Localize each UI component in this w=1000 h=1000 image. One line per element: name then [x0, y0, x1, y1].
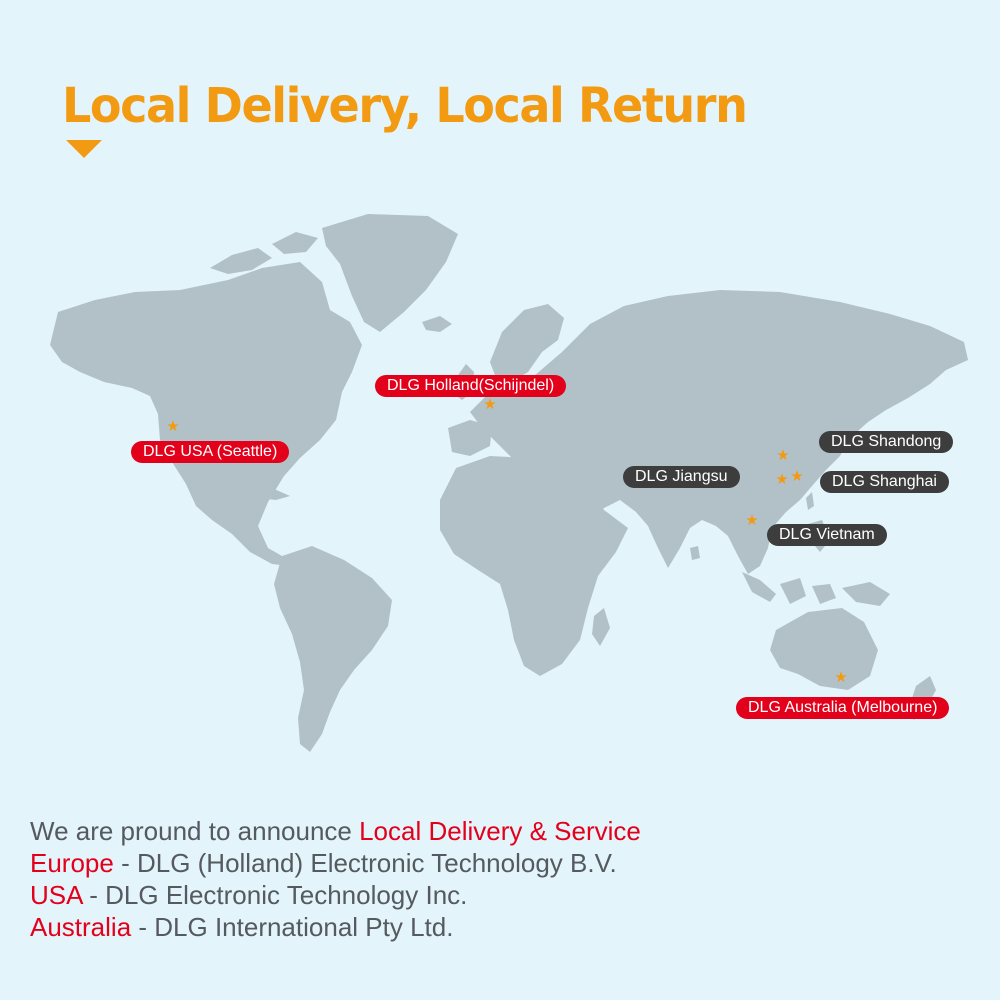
- arctic-islands: [210, 248, 272, 274]
- page-title: Local Delivery, Local Return: [62, 78, 748, 134]
- australia: [770, 608, 878, 690]
- star-icon[interactable]: ★: [775, 471, 789, 488]
- star-icon[interactable]: ★: [166, 418, 180, 435]
- location-label-vietnam[interactable]: DLG Vietnam: [767, 524, 887, 546]
- star-icon[interactable]: ★: [834, 669, 848, 686]
- announcement-line-australia: Australia - DLG International Pty Ltd.: [30, 911, 970, 943]
- region-australia: Australia: [30, 912, 132, 942]
- location-label-shandong[interactable]: DLG Shandong: [819, 431, 954, 453]
- announcement-line-usa: USA - DLG Electronic Technology Inc.: [30, 879, 970, 911]
- region-europe: Europe: [30, 848, 114, 878]
- location-label-jiangsu[interactable]: DLG Jiangsu: [623, 466, 740, 488]
- indonesia: [742, 572, 776, 602]
- region-usa: USA: [30, 880, 83, 910]
- madagascar: [592, 608, 610, 646]
- star-icon[interactable]: ★: [790, 468, 804, 485]
- entity-australia: DLG International Pty Ltd.: [154, 912, 454, 942]
- announcement-intro: We are pround to announce Local Delivery…: [30, 815, 970, 847]
- north-america: [50, 262, 362, 566]
- africa: [440, 456, 628, 676]
- location-label-shanghai[interactable]: DLG Shanghai: [820, 471, 949, 493]
- separator: -: [82, 880, 106, 910]
- star-icon[interactable]: ★: [776, 447, 790, 464]
- iberia: [448, 420, 492, 456]
- star-icon[interactable]: ★: [745, 512, 759, 529]
- intro-text: We are pround to announce: [30, 816, 360, 846]
- location-label-australia-melbourne[interactable]: DLG Australia (Melbourne): [736, 697, 950, 719]
- south-america: [274, 546, 392, 752]
- greenland: [322, 214, 458, 332]
- intro-highlight: Local Delivery & Service: [359, 816, 641, 846]
- separator: -: [131, 912, 155, 942]
- title-arrow-icon: [66, 140, 102, 158]
- entity-europe: DLG (Holland) Electronic Technology B.V.: [136, 848, 617, 878]
- star-icon[interactable]: ★: [483, 396, 497, 413]
- entity-usa: DLG Electronic Technology Inc.: [105, 880, 468, 910]
- announcement-line-europe: Europe - DLG (Holland) Electronic Techno…: [30, 847, 970, 879]
- separator: -: [113, 848, 137, 878]
- scandinavia: [490, 304, 564, 382]
- announcement-block: We are pround to announce Local Delivery…: [30, 815, 970, 943]
- location-label-holland-schijndel[interactable]: DLG Holland(Schijndel): [375, 375, 567, 397]
- location-label-usa-seattle[interactable]: DLG USA (Seattle): [131, 441, 290, 463]
